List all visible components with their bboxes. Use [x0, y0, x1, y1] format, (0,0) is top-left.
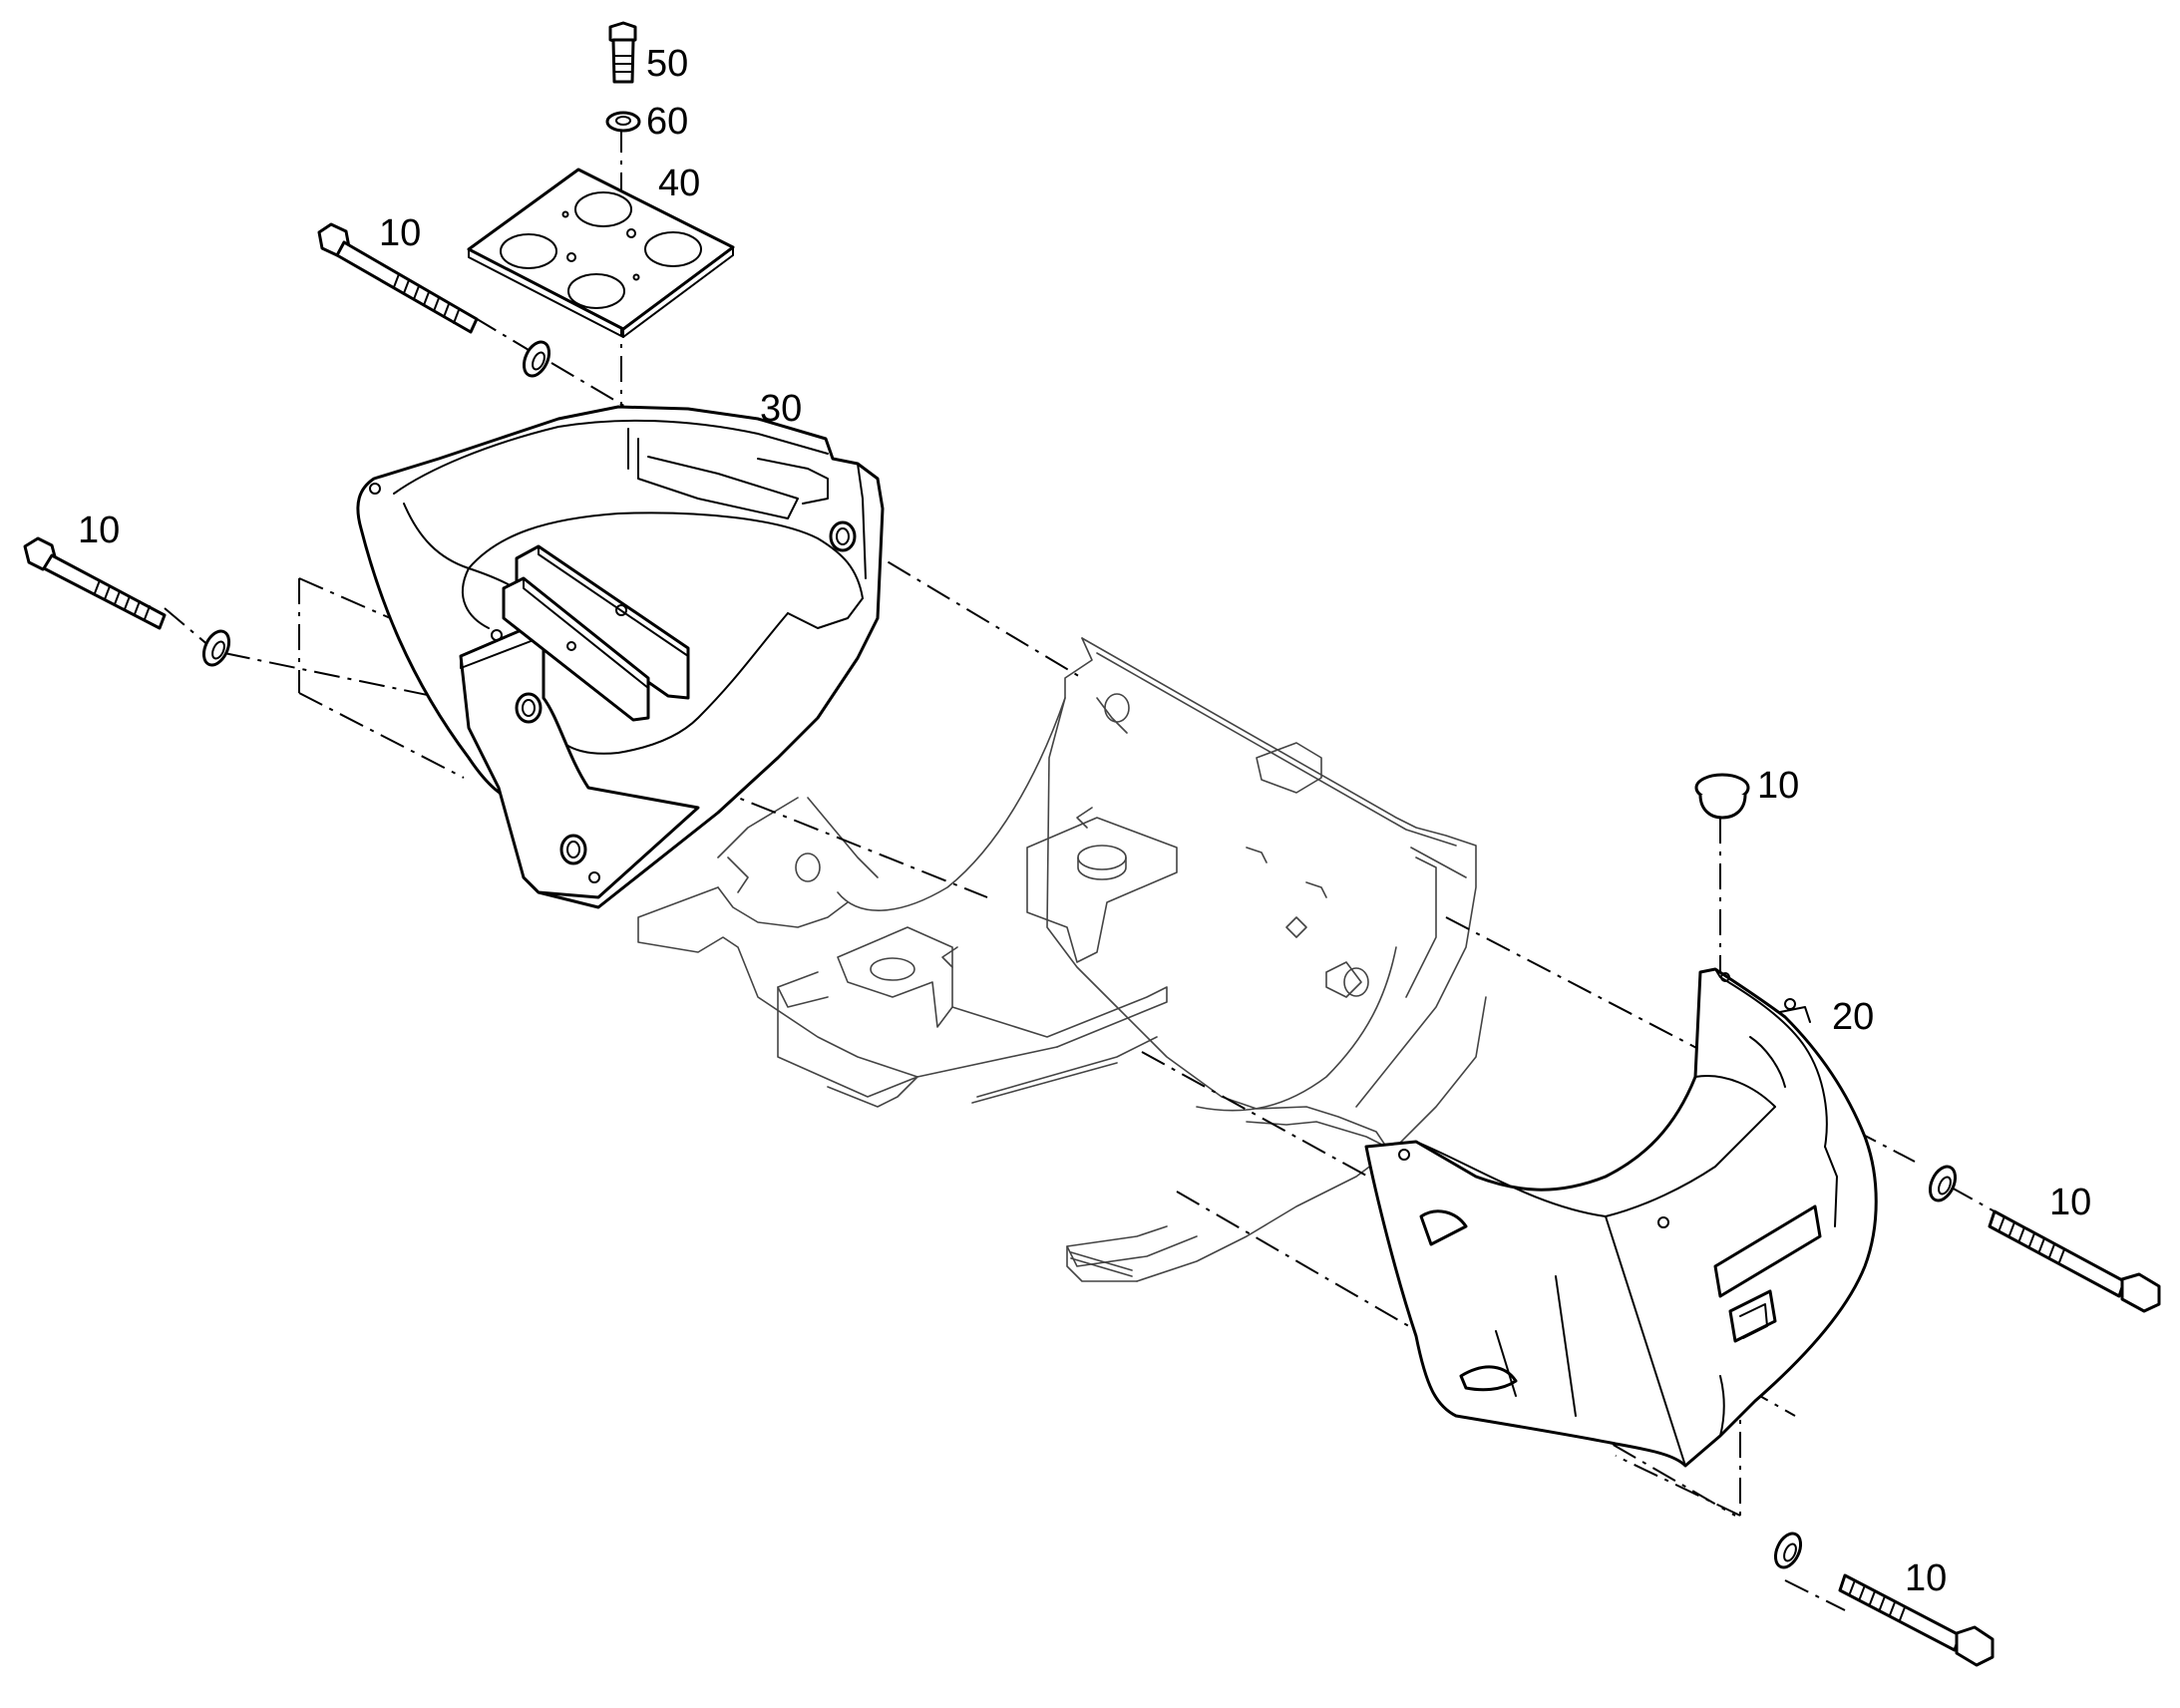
callout-right-weight: 20: [1832, 996, 1874, 1038]
left-counterweight: [356, 405, 885, 909]
bolt-upper-left: [317, 222, 479, 334]
screw-top: [608, 21, 637, 84]
callout-cap: 10: [1757, 765, 1799, 807]
bolt-lower-right: [1838, 1573, 1995, 1667]
callout-bolt-upper-left: 10: [379, 212, 421, 254]
callout-plate: 40: [658, 163, 700, 204]
callout-bolt-left: 10: [78, 510, 120, 551]
callout-washer-top: 60: [646, 101, 688, 143]
callouts: 50 60 40 10 30 10 10 20 10 10: [78, 43, 2091, 1599]
washer-top: [605, 111, 641, 133]
washer-upper-left: [522, 340, 551, 378]
cap: [1694, 773, 1750, 820]
callout-left-weight: 30: [760, 388, 802, 430]
washer-left: [201, 629, 231, 667]
callout-screw-top: 50: [646, 43, 688, 85]
bolt-left: [23, 536, 167, 630]
plate: [467, 168, 735, 338]
washer-lower-right: [1773, 1532, 1803, 1569]
callout-bolt-lower-right: 10: [1905, 1557, 1947, 1599]
right-counterweight: [1364, 967, 1878, 1468]
bolt-right: [1988, 1209, 2161, 1313]
chassis-frame: [637, 637, 1487, 1282]
callout-bolt-right: 10: [2049, 1182, 2091, 1223]
washer-right: [1928, 1165, 1958, 1202]
